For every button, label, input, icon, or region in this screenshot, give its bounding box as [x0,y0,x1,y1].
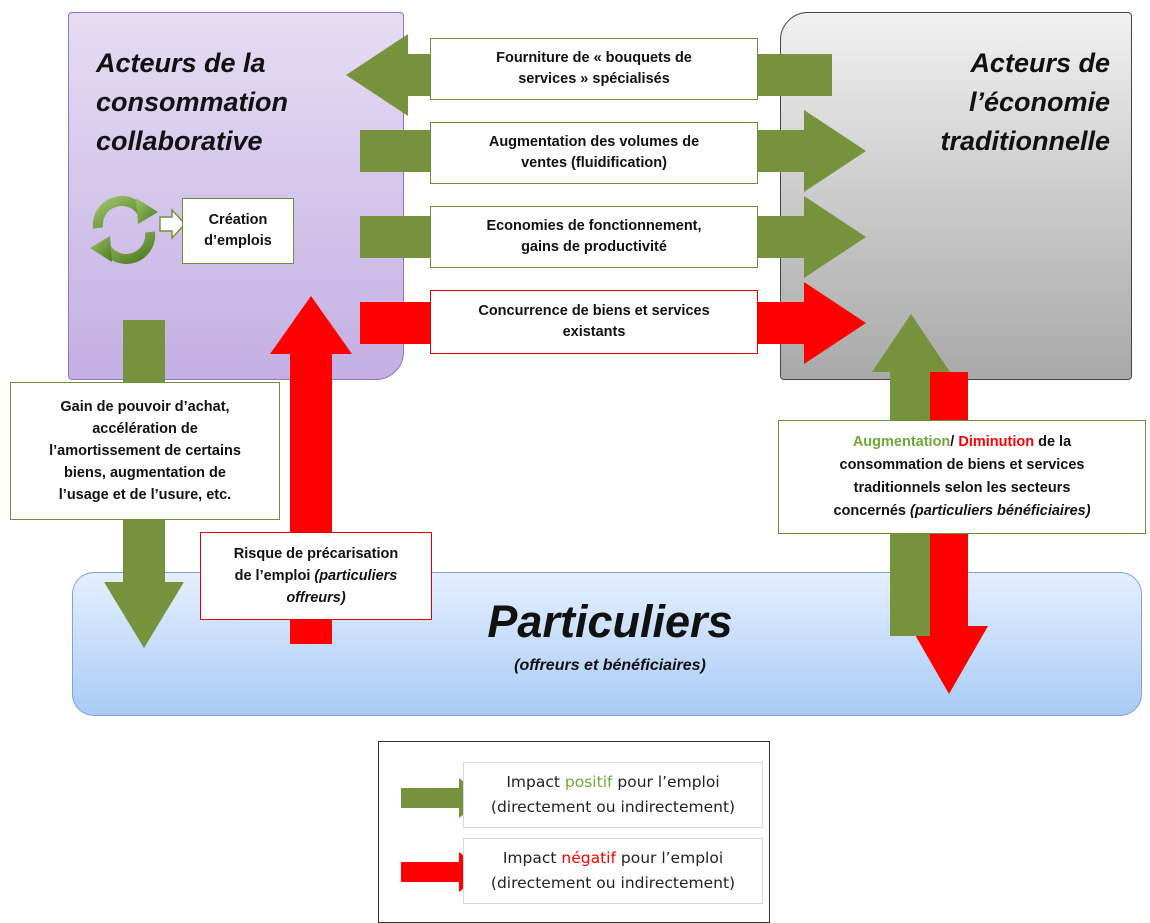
legend: Impact positif pour l’emploi (directemen… [378,741,770,923]
circular-arrows-icon [90,195,158,265]
purchasing-power-label: Gain de pouvoir d’achat, accélération de… [10,382,280,520]
competition-label: Concurrence de biens et services existan… [430,290,758,354]
services-bundle-label: Fourniture de « bouquets de services » s… [430,38,758,100]
sales-volume-label: Augmentation des volumes de ventes (flui… [430,122,758,184]
legend-positive-text: Impact positif pour l’emploi (directemen… [463,762,763,828]
job-precarity-label: Risque de précarisation de l’emploi (par… [200,532,432,620]
traditional-actors-title: Acteurs de l’économie traditionnelle [940,48,1110,156]
job-creation-box: Création d’emplois [182,198,294,264]
particuliers-title: Particuliers [487,596,733,647]
collaborative-actors-box [68,12,404,380]
particuliers-subtitle: (offreurs et bénéficiaires) [514,657,706,674]
consumption-change-label: Augmentation/ Diminution de la consommat… [778,420,1146,534]
legend-negative-text: Impact négatif pour l’emploi (directemen… [463,838,763,904]
operating-savings-label: Economies de fonctionnement, gains de pr… [430,206,758,268]
job-creation-connector-arrow [159,208,187,240]
collaborative-actors-title: Acteurs de la consommation collaborative [96,48,289,156]
